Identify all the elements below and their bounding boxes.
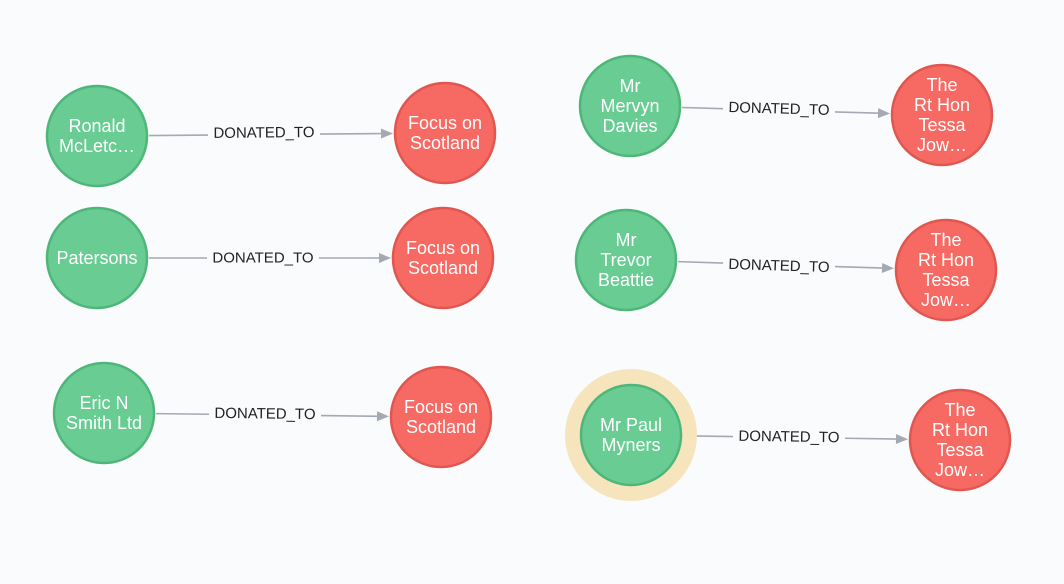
donor-node-label-line: Mr (620, 76, 641, 96)
recipient-node-label-line: Rt Hon (918, 250, 974, 270)
recipient-node-label-line: Scotland (410, 133, 480, 153)
donor-node-label-line: Davies (602, 116, 657, 136)
recipient-node[interactable] (908, 388, 1012, 492)
donor-node-label-line: Smith Ltd (66, 413, 142, 433)
donor-node-label-line: Mr Paul (600, 415, 662, 435)
donor-node-label-line: Patersons (56, 248, 137, 268)
edge-line-segment[interactable] (844, 437, 899, 440)
donor-node-label-line: Eric N (80, 393, 129, 413)
edge-line-segment[interactable] (681, 106, 724, 110)
edge-line-segment[interactable] (155, 412, 210, 416)
recipient-node[interactable] (393, 81, 497, 185)
donor-node-label-line: Myners (601, 435, 660, 455)
recipient-node-label-line: Scotland (408, 258, 478, 278)
recipient-node-label-line: Jow… (935, 460, 985, 480)
edge-line-segment[interactable] (834, 111, 881, 115)
recipient-node-label-line: Rt Hon (914, 95, 970, 115)
selected-node-halo (565, 369, 697, 501)
recipient-node-label-line: Tessa (922, 270, 970, 290)
donor-node[interactable] (574, 208, 678, 312)
donor-node[interactable] (579, 383, 683, 487)
edge-arrowhead-icon (881, 263, 895, 273)
recipient-node-label-line: Tessa (918, 115, 966, 135)
recipient-node-label-line: Jow… (921, 290, 971, 310)
edge-line-segment[interactable] (677, 260, 724, 264)
recipient-node[interactable] (391, 206, 495, 310)
recipient-node-label-line: Focus on (408, 113, 482, 133)
recipient-node-label-line: Scotland (406, 417, 476, 437)
recipient-node-label-line: The (930, 230, 961, 250)
recipient-node-label-line: The (926, 75, 957, 95)
recipient-node[interactable] (890, 63, 994, 167)
edge-line-segment[interactable] (148, 134, 209, 137)
recipient-node[interactable] (894, 218, 998, 322)
edge-label-donated-to[interactable]: DONATED_TO (738, 428, 839, 447)
edge-arrowhead-icon (877, 108, 891, 119)
edge-label-donated-to[interactable]: DONATED_TO (728, 256, 830, 276)
edge-arrowhead-icon (379, 253, 391, 263)
recipient-node-label-line: Rt Hon (932, 420, 988, 440)
donor-node-label-line: Trevor (600, 250, 651, 270)
recipient-node-label-line: Jow… (917, 135, 967, 155)
recipient-node-label-line: Tessa (936, 440, 984, 460)
edge-arrowhead-icon (380, 128, 394, 139)
recipient-node[interactable] (389, 365, 493, 469)
edge-arrowhead-icon (376, 411, 390, 422)
edge-label-donated-to[interactable]: DONATED_TO (212, 250, 313, 267)
donor-node-label-line: Beattie (598, 270, 654, 290)
donor-node-label-line: Mervyn (600, 96, 659, 116)
donor-node[interactable] (52, 361, 156, 465)
recipient-node-label-line: Focus on (404, 397, 478, 417)
donor-node[interactable] (45, 84, 149, 188)
donor-node-label-line: Mr (616, 230, 637, 250)
donor-node[interactable] (45, 206, 149, 310)
edge-line-segment[interactable] (320, 414, 380, 418)
recipient-node-label-line: Focus on (406, 238, 480, 258)
donor-node-label-line: McLetc… (59, 136, 135, 156)
edge-label-donated-to[interactable]: DONATED_TO (213, 124, 314, 142)
donor-node-label-line: Ronald (68, 116, 125, 136)
edge-line-segment[interactable] (320, 132, 384, 135)
donor-node[interactable] (578, 54, 682, 158)
edge-line-segment[interactable] (834, 265, 885, 269)
edge-label-donated-to[interactable]: DONATED_TO (214, 405, 315, 423)
recipient-node-label-line: The (944, 400, 975, 420)
edge-label-donated-to[interactable]: DONATED_TO (728, 99, 830, 119)
edge-arrowhead-icon (895, 434, 909, 445)
